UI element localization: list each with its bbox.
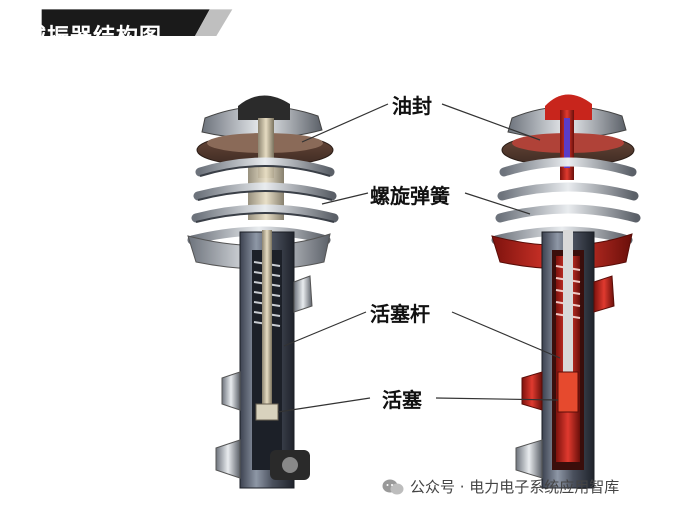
label-oil-seal: 油封 (392, 94, 432, 118)
watermark: 公众号 · 电力电子系统应用智库 (382, 476, 619, 497)
callout-line-spring-right (464, 192, 531, 215)
label-piston-rod: 活塞杆 (370, 302, 430, 326)
label-piston: 活塞 (382, 388, 422, 412)
callout-line-oil-seal-left (301, 103, 389, 143)
wechat-icon (382, 479, 404, 494)
callout-line-piston-left (277, 397, 371, 413)
callout-line-rod-right (451, 311, 561, 359)
left-shock-absorber (187, 95, 339, 489)
callout-line-piston-right (435, 397, 559, 401)
page-title: 减振器结构图 (24, 25, 163, 50)
callout-line-rod-left (283, 311, 367, 347)
label-coil-spring: 螺旋弹簧 (370, 184, 450, 208)
title-banner (41, 9, 233, 37)
callout-line-spring-left (321, 192, 369, 205)
callout-lines (277, 103, 561, 413)
callout-line-oil-seal-right (441, 103, 541, 141)
watermark-text: 公众号 · 电力电子系统应用智库 (410, 478, 620, 496)
right-shock-absorber-cutaway (491, 94, 641, 489)
